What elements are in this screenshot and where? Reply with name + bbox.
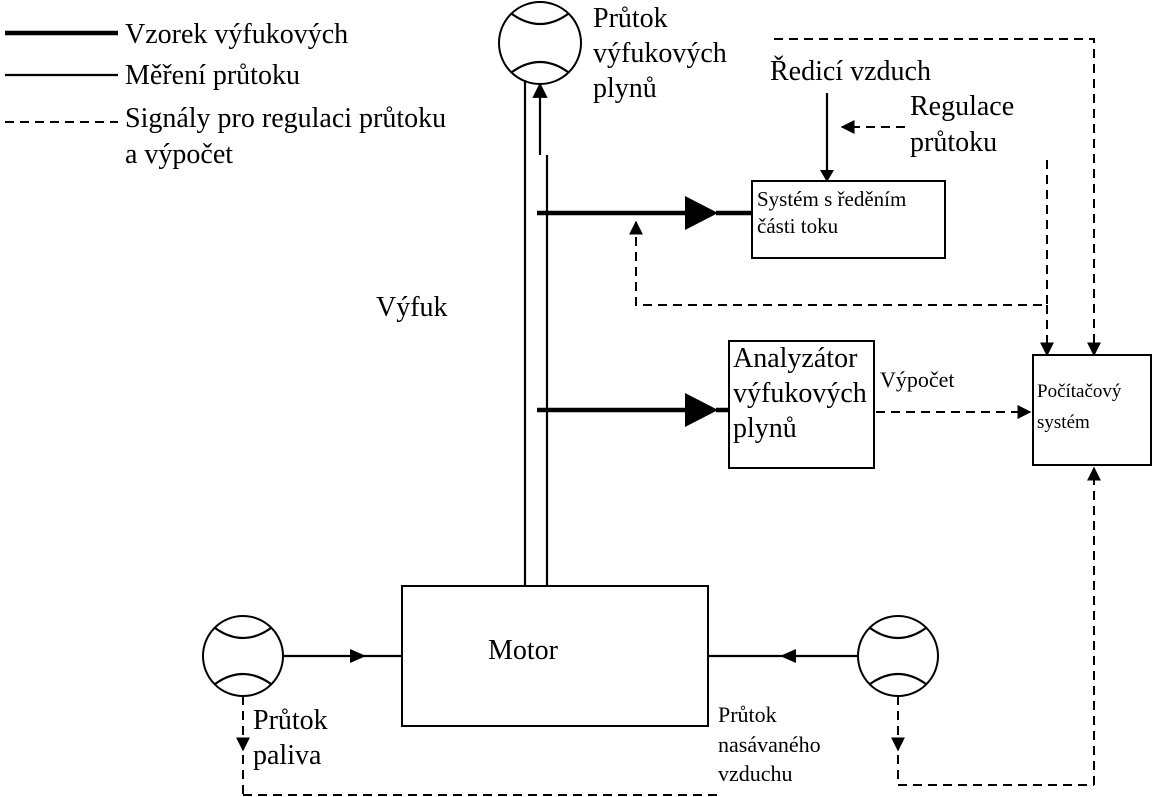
partial-flow-label-2: části toku: [757, 214, 839, 238]
analyzer-label-1: Analyzátor: [733, 343, 858, 374]
exhaust-label: Výfuk: [376, 292, 448, 323]
exhaust-flow-label-2: výfukových: [593, 38, 727, 69]
exhaust-flow-meter: [498, 1, 582, 155]
engine-box: [401, 585, 709, 727]
exhaust-flow-label-1: Průtok: [593, 3, 668, 34]
flow-control-label-2: průtoku: [910, 127, 997, 158]
fuel-flow-label-1: Průtok: [253, 705, 328, 736]
calculation-label: Výpočet: [880, 367, 955, 392]
legend: Vzorek výfukových Měření průtoku Signály…: [5, 19, 446, 170]
legend-signals-line2: a výpočet: [125, 139, 233, 170]
intake-air-label-3: vzduchu: [718, 761, 793, 786]
analyzer-label-3: plynů: [733, 413, 797, 444]
partial-flow-label-1: Systém s ředěním: [757, 187, 906, 211]
partial-flow-dilution-system: [751, 180, 946, 259]
computer-label-1: Počítačový: [1037, 381, 1122, 402]
engine-label: Motor: [488, 635, 559, 666]
flow-control-label-1: Regulace: [910, 91, 1014, 122]
computer-system: [1032, 354, 1152, 466]
legend-flow-measurement: Měření průtoku: [125, 60, 300, 91]
intake-air-label-1: Průtok: [718, 702, 777, 727]
flow-feedback-signal: [629, 160, 1048, 306]
legend-signals-line1: Signály pro regulaci průtoku: [125, 103, 446, 134]
exhaust-flow-signal: [774, 38, 1101, 357]
fuel-flow-label-2: paliva: [253, 740, 322, 771]
legend-exhaust-sample: Vzorek výfukových: [125, 19, 348, 50]
computer-label-2: systém: [1037, 412, 1090, 433]
fuel-flow-meter: [202, 615, 284, 697]
analyzer-label-2: výfukových: [733, 378, 867, 409]
dilution-air-label: Ředicí vzduch: [770, 56, 931, 87]
sample-arrow-analyzer: [685, 393, 718, 427]
intake-air-label-2: nasávaného: [718, 732, 821, 757]
exhaust-flow-meter-circle: [498, 1, 582, 85]
exhaust-flow-label-3: plynů: [593, 73, 657, 104]
sample-arrow-dilution: [685, 196, 718, 230]
exhaust-gas-analyzer: [728, 340, 875, 469]
intake-air-flow-meter: [857, 615, 939, 697]
